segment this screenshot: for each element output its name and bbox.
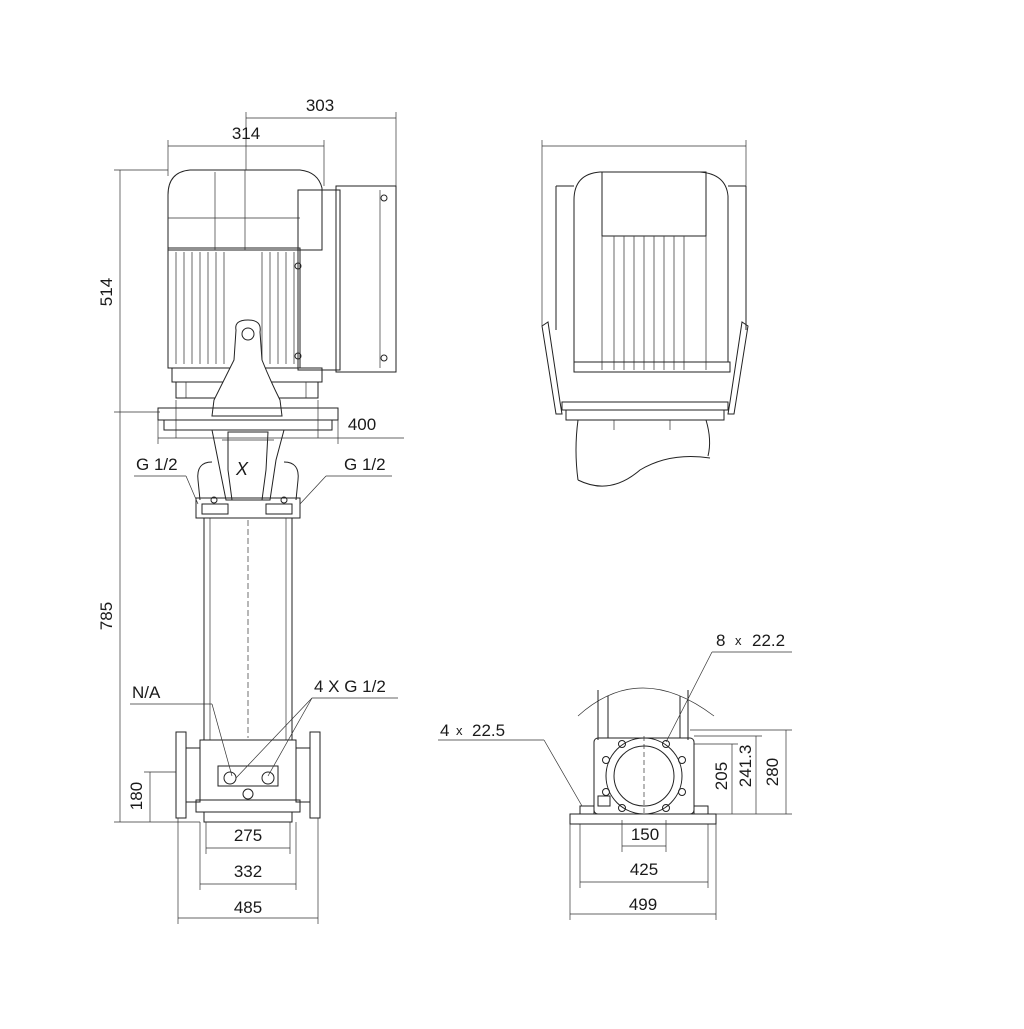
terminal-box-front bbox=[297, 189, 341, 371]
callout-na: N/A bbox=[132, 683, 161, 702]
foot-view bbox=[569, 687, 717, 825]
dim-332: 332 bbox=[234, 862, 262, 881]
dim-514: 514 bbox=[97, 278, 116, 306]
leader-lines bbox=[130, 475, 792, 807]
side-motor-outline bbox=[573, 171, 729, 363]
dim-785: 785 bbox=[97, 602, 116, 630]
dim-314: 314 bbox=[232, 124, 260, 143]
dim-280: 280 bbox=[763, 758, 782, 786]
dim-205: 205 bbox=[712, 762, 731, 790]
dim-400: 400 bbox=[348, 415, 376, 434]
dimension-lines bbox=[114, 112, 792, 924]
motor-body bbox=[167, 247, 301, 369]
dim-150: 150 bbox=[631, 825, 659, 844]
inlet-flange bbox=[175, 731, 187, 819]
dim-425: 425 bbox=[630, 860, 658, 879]
callout-8x-size: 22.2 bbox=[752, 631, 785, 650]
side-view bbox=[541, 171, 749, 487]
callout-4x-g12: 4 X G 1/2 bbox=[314, 677, 386, 696]
dim-241-3: 241.3 bbox=[736, 745, 755, 788]
dim-275: 275 bbox=[234, 826, 262, 845]
callout-g12-left: G 1/2 bbox=[136, 455, 178, 474]
callout-labels: G 1/2 G 1/2 N/A 4 X G 1/2 4 x 22.5 8 x 2… bbox=[132, 455, 785, 740]
callout-4x-times: x bbox=[456, 723, 463, 738]
callout-4x-size: 22.5 bbox=[472, 721, 505, 740]
motor-fins bbox=[175, 252, 295, 364]
side-flange bbox=[561, 401, 729, 411]
callout-8x-times: x bbox=[735, 633, 742, 648]
outlet-flange bbox=[309, 731, 321, 819]
dim-499: 499 bbox=[629, 895, 657, 914]
terminal-box bbox=[335, 185, 397, 373]
front-view: X bbox=[157, 169, 397, 823]
motor-stool bbox=[211, 319, 283, 417]
pump-base bbox=[199, 739, 297, 801]
svg-text:X: X bbox=[235, 459, 249, 479]
callout-g12-right: G 1/2 bbox=[344, 455, 386, 474]
pump-head bbox=[211, 429, 285, 501]
dimension-labels: 303 314 514 400 785 180 275 332 485 150 … bbox=[97, 96, 782, 917]
dim-180: 180 bbox=[127, 782, 146, 810]
dim-485: 485 bbox=[234, 898, 262, 917]
callout-4x-number: 4 bbox=[440, 721, 449, 740]
foot-base bbox=[569, 813, 717, 825]
motor-fan-cover bbox=[167, 169, 323, 251]
dim-303: 303 bbox=[306, 96, 334, 115]
callout-8x-number: 8 bbox=[716, 631, 725, 650]
side-fins bbox=[601, 236, 707, 370]
